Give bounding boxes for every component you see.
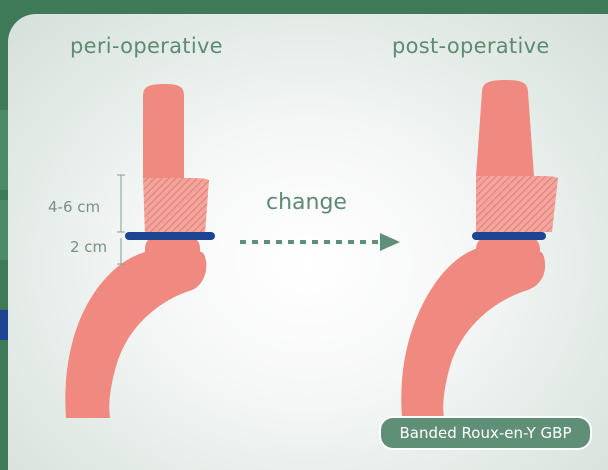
pouch-right	[476, 176, 558, 232]
band-buckle-left	[142, 233, 148, 239]
peri-operative-title: peri-operative	[70, 34, 223, 58]
esophagus-right	[476, 80, 534, 176]
change-label: change	[266, 190, 347, 215]
lower-pouch-right	[476, 236, 540, 266]
measure-label-upper: 4-6 cm	[48, 198, 100, 216]
pouch-left	[143, 178, 209, 234]
band-buckle-right	[478, 233, 484, 239]
procedure-caption-badge: Banded Roux-en-Y GBP	[379, 416, 592, 450]
roux-limb-left	[65, 248, 206, 418]
roux-limb-right	[401, 246, 545, 418]
post-operative-anatomy	[401, 80, 558, 418]
lower-pouch-left	[145, 236, 200, 264]
measure-label-lower: 2 cm	[70, 238, 107, 256]
change-arrow	[240, 233, 400, 251]
post-operative-title: post-operative	[392, 34, 550, 58]
band-left	[125, 232, 215, 240]
esophagus-left	[143, 84, 184, 178]
